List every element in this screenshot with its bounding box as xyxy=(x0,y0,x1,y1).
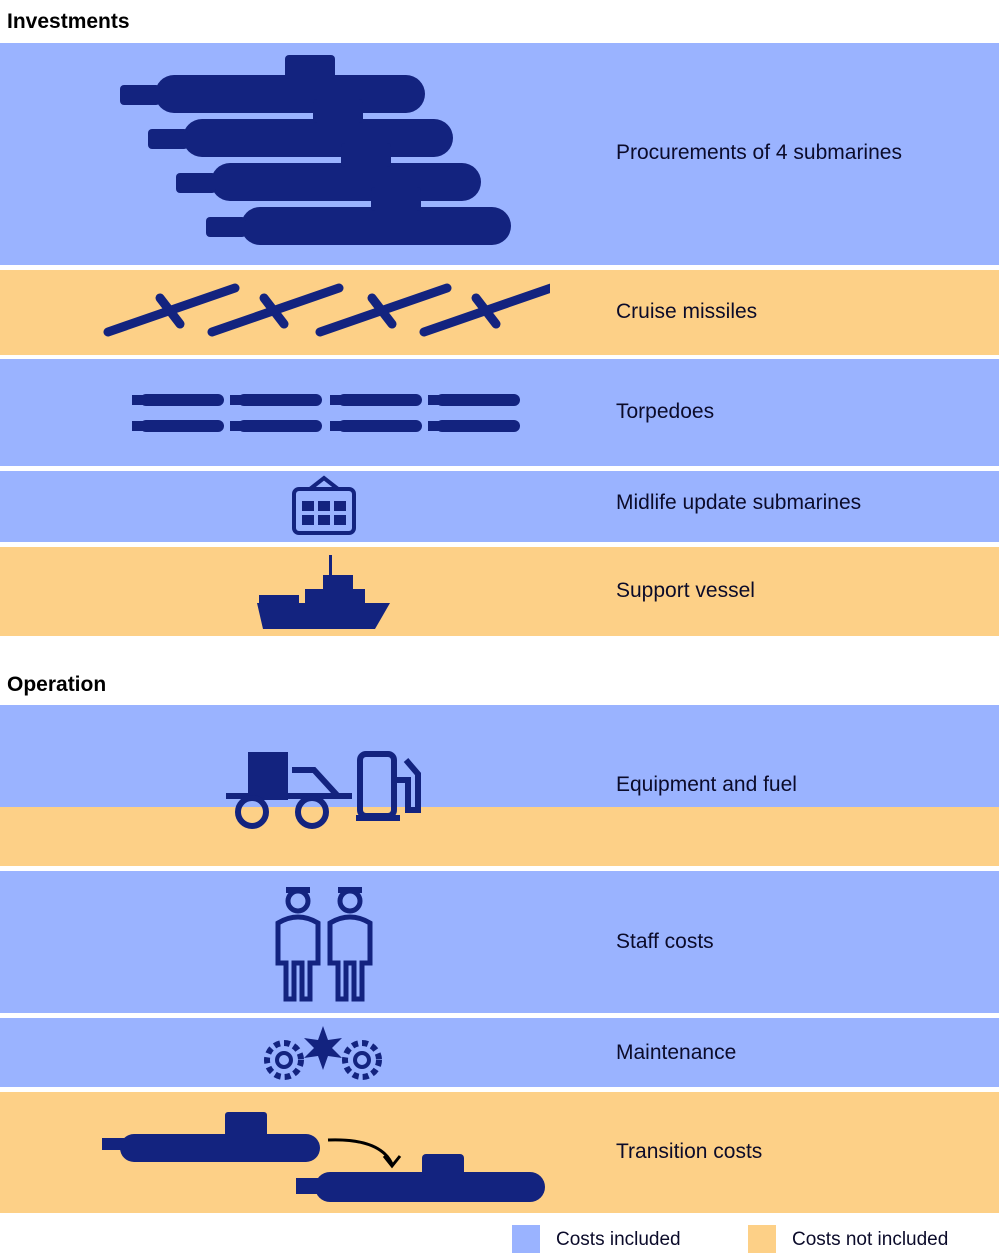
staff-icon xyxy=(275,887,373,1002)
legend-label-not-included: Costs not included xyxy=(792,1229,949,1250)
row-cruise-missiles: Cruise missiles xyxy=(0,270,999,355)
row-support-vessel: Support vessel xyxy=(0,547,999,636)
section-heading-investments: Investments xyxy=(7,10,130,33)
row-transition-costs: Transition costs xyxy=(0,1092,999,1213)
submarine-transition-icon xyxy=(102,1112,545,1202)
calendar-icon xyxy=(292,475,356,535)
row-equipment-fuel-not-included xyxy=(0,807,999,866)
gears-icon xyxy=(264,1026,382,1080)
truck-fuel-icon xyxy=(226,751,421,829)
row-midlife-update: Midlife update submarines xyxy=(0,471,999,542)
section-heading-operation: Operation xyxy=(7,673,107,696)
legend-swatch-not-included xyxy=(748,1225,776,1253)
row-torpedoes: Torpedoes xyxy=(0,359,999,466)
row-equipment-fuel-included xyxy=(0,705,999,807)
label-submarines: Procurements of 4 submarines xyxy=(616,141,902,164)
row-maintenance: Maintenance xyxy=(0,1018,999,1087)
label-midlife-update: Midlife update submarines xyxy=(616,491,862,514)
row-staff-costs: Staff costs xyxy=(0,871,999,1013)
label-transition-costs: Transition costs xyxy=(616,1140,763,1163)
row-submarines: Procurements of 4 submarines xyxy=(0,43,999,265)
legend-label-included: Costs included xyxy=(556,1229,681,1250)
cruise-missiles-icon xyxy=(103,283,550,337)
torpedoes-icon xyxy=(132,394,520,432)
label-torpedoes: Torpedoes xyxy=(616,400,715,423)
submarines-icon xyxy=(120,55,511,245)
label-support-vessel: Support vessel xyxy=(616,579,755,602)
label-staff-costs: Staff costs xyxy=(616,930,714,953)
label-cruise-missiles: Cruise missiles xyxy=(616,300,758,323)
label-maintenance: Maintenance xyxy=(616,1041,737,1064)
label-equipment-fuel: Equipment and fuel xyxy=(616,773,797,796)
legend-swatch-included xyxy=(512,1225,540,1253)
ship-icon xyxy=(257,555,390,629)
